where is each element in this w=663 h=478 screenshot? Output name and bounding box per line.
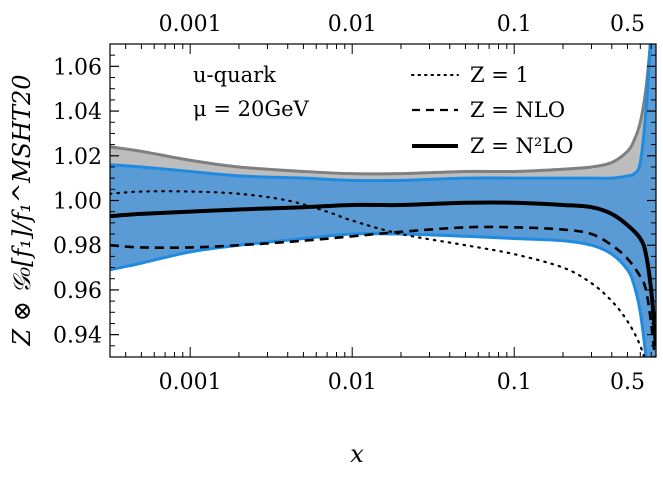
legend-label-z1: Z = 1: [470, 63, 529, 87]
ticks-layer: 0.94 0.96 0.98 1.00 1.02 1.04 1.06 0.001 0.001 0.…: [53, 12, 656, 395]
x-tick-label-bottom: 0.1: [497, 370, 532, 395]
annotation-quark: u-quark: [193, 63, 276, 87]
y-tick-label: 0.96: [53, 279, 102, 304]
x-tick-label-top: 0.01: [328, 12, 377, 37]
lines-layer: [110, 190, 656, 357]
legend-label-n2lo: Z = N²LO: [470, 134, 574, 158]
annotation-scale: μ = 20GeV: [193, 97, 310, 121]
x-tick-label-top: 0.1: [497, 12, 532, 37]
series-line-dotted: [110, 190, 646, 357]
y-tick-label: 1.06: [53, 55, 102, 80]
legend: Z = 1 Z = NLO Z = N²LO: [411, 63, 574, 158]
y-axis-label: Z ⊗ 𝒢₀[f₁]/f₁^MSHT20: [8, 74, 36, 346]
y-tick-label: 1.02: [53, 145, 102, 170]
band-upper-edge-0: [110, 44, 652, 176]
x-tick-label-bottom: 0.001: [159, 370, 222, 395]
series-line-dashed: [110, 225, 656, 357]
x-tick-label-top: 0.001: [159, 12, 222, 37]
x-tick-label-bottom: 0.01: [328, 370, 377, 395]
legend-label-nlo: Z = NLO: [470, 98, 565, 122]
y-tick-label: 1.04: [53, 100, 102, 125]
x-tick-label-top: 0.5: [610, 12, 645, 37]
series-line-solid: [110, 200, 656, 346]
x-tick-label-bottom: 0.5: [610, 370, 645, 395]
band-upper-edge-1: [110, 44, 652, 183]
band-fill-1: [110, 44, 656, 357]
y-tick-label: 0.94: [53, 324, 102, 349]
y-tick-label: 0.98: [53, 234, 102, 259]
y-tick-label: 1.00: [53, 190, 102, 215]
band-lower-edge-1: [110, 232, 648, 357]
x-axis-label: x: [350, 440, 364, 468]
